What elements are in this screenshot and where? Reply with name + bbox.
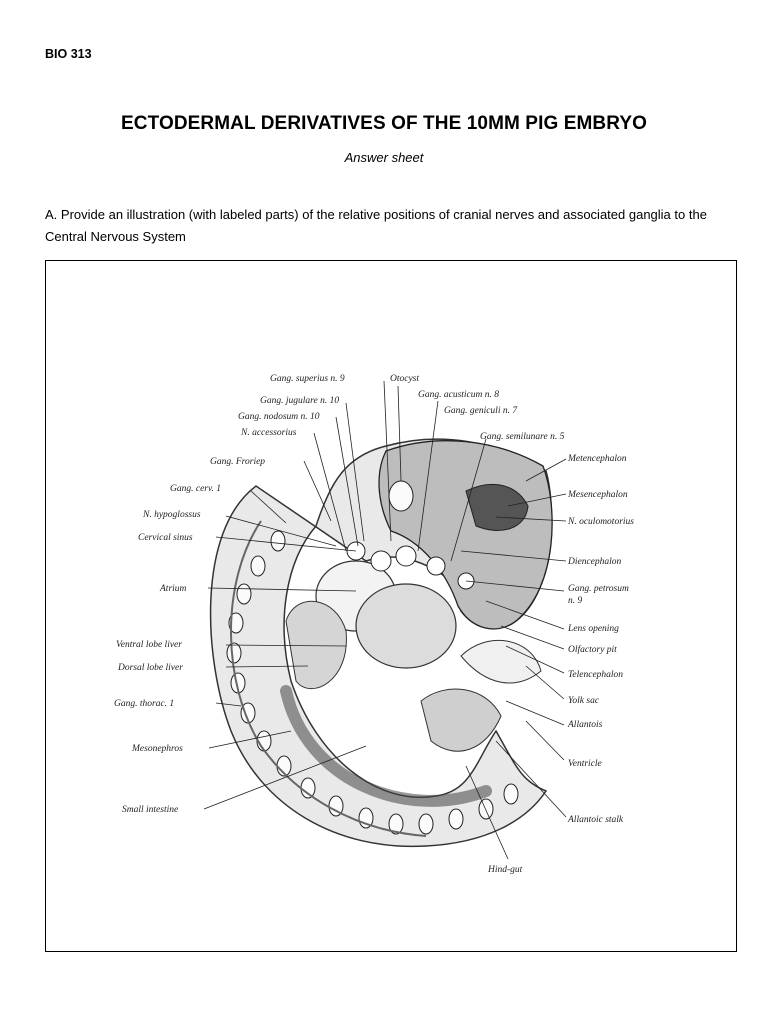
page-title: ECTODERMAL DERIVATIVES OF THE 10MM PIG E… bbox=[121, 113, 647, 134]
label-gang-semilunare: Gang. semilunare n. 5 bbox=[480, 432, 565, 442]
label-diencephalon: Diencephalon bbox=[567, 557, 622, 567]
label-gang-thorac: Gang. thorac. 1 bbox=[114, 699, 174, 709]
embryo-illustration: Gang. superius n. 9 Otocyst Gang. jugula… bbox=[114, 374, 634, 875]
label-ventral-lobe-liver: Ventral lobe liver bbox=[116, 640, 182, 650]
label-lens-opening: Lens opening bbox=[567, 624, 619, 634]
label-small-intestine: Small intestine bbox=[122, 805, 178, 815]
label-gang-froriep: Gang. Froriep bbox=[210, 457, 265, 467]
label-gang-nodosum: Gang. nodosum n. 10 bbox=[238, 412, 320, 422]
answer-box: Gang. superius n. 9 Otocyst Gang. jugula… bbox=[45, 260, 737, 952]
label-gang-petrosum: Gang. petrosum bbox=[568, 584, 629, 594]
label-allantois: Allantois bbox=[567, 720, 603, 730]
page-subtitle: Answer sheet bbox=[344, 150, 424, 165]
embryo-drawing bbox=[209, 438, 553, 848]
course-code: BIO 313 bbox=[45, 47, 92, 61]
label-ventricle: Ventricle bbox=[568, 759, 602, 769]
label-allantoic-stalk: Allantoic stalk bbox=[567, 815, 624, 825]
label-gang-acusticum: Gang. acusticum n. 8 bbox=[418, 390, 499, 400]
label-gang-petrosum-n9: n. 9 bbox=[568, 596, 583, 606]
label-gang-geniculi: Gang. geniculi n. 7 bbox=[444, 406, 518, 416]
label-metencephalon: Metencephalon bbox=[567, 454, 627, 464]
figure-labels: Gang. superius n. 9 Otocyst Gang. jugula… bbox=[114, 374, 634, 875]
label-n-accessorius: N. accessorius bbox=[240, 428, 297, 438]
label-gang-superius: Gang. superius n. 9 bbox=[270, 374, 345, 384]
question-a: A. Provide an illustration (with labeled… bbox=[45, 207, 707, 244]
label-atrium: Atrium bbox=[159, 584, 187, 594]
label-n-oculomotorius: N. oculomotorius bbox=[567, 517, 634, 527]
label-gang-jugulare: Gang. jugulare n. 10 bbox=[260, 396, 339, 406]
label-otocyst: Otocyst bbox=[390, 374, 419, 384]
label-mesonephros: Mesonephros bbox=[131, 744, 183, 754]
label-yolk-sac: Yolk sac bbox=[568, 696, 600, 706]
label-telencephalon: Telencephalon bbox=[568, 670, 623, 680]
label-mesencephalon: Mesencephalon bbox=[567, 490, 628, 500]
label-cervical-sinus: Cervical sinus bbox=[138, 533, 193, 543]
label-gang-cerv: Gang. cerv. 1 bbox=[170, 484, 221, 494]
leader-lines bbox=[203, 380, 567, 860]
label-n-hypoglossus: N. hypoglossus bbox=[142, 510, 201, 520]
label-hind-gut: Hind-gut bbox=[487, 865, 523, 875]
label-dorsal-lobe-liver: Dorsal lobe liver bbox=[117, 663, 183, 673]
label-olfactory-pit: Olfactory pit bbox=[568, 644, 617, 655]
